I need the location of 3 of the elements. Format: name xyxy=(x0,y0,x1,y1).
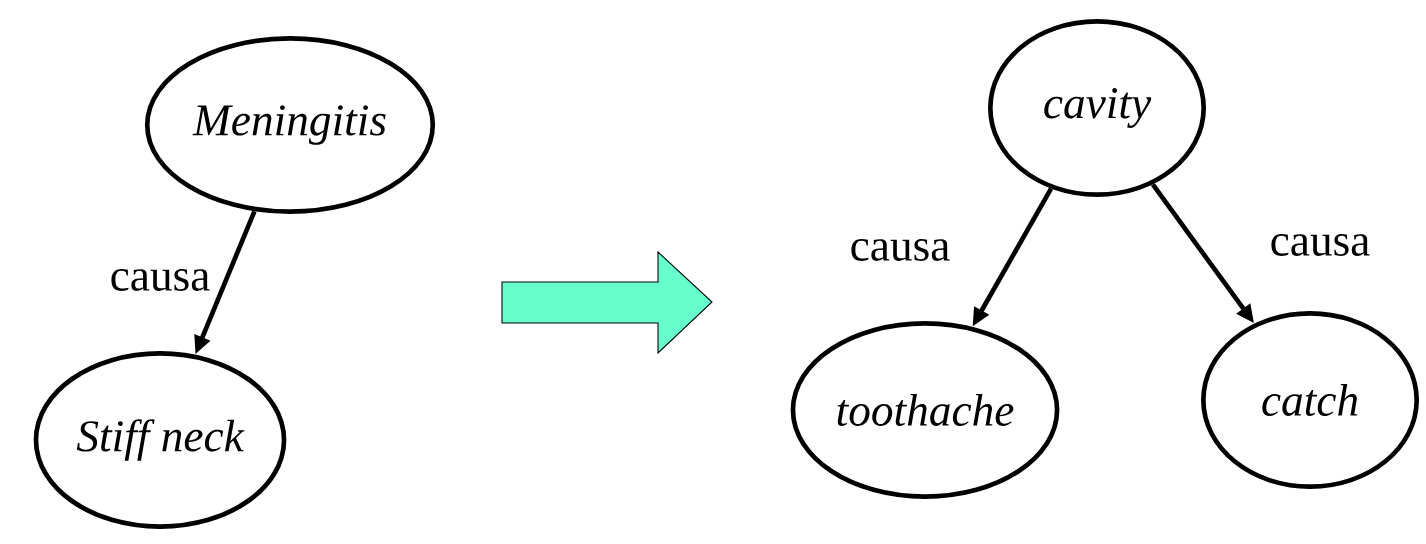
edge-label: causa xyxy=(111,269,210,291)
edge-label: causa xyxy=(1271,234,1370,256)
edge-label: causa xyxy=(851,239,950,261)
